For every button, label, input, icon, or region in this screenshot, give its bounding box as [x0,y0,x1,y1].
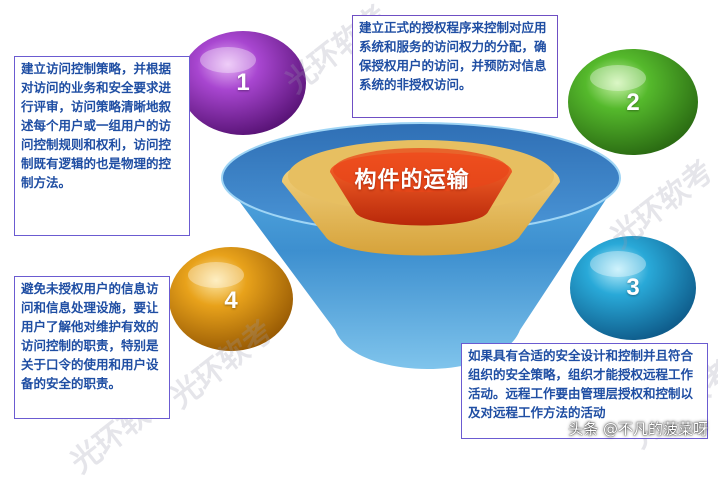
sphere-number-2: 2 [626,89,640,116]
text-box-4: 避免未授权用户的信息访问和信息处理设施，要让用户了解他对维护有效的访问控制的职责… [14,276,170,419]
sphere-number-3: 3 [626,274,640,301]
funnel-shape [221,122,621,369]
sphere-3 [570,236,696,340]
diagram-canvas: 光环软考 光环软考 光环软考 光环软考 光环软考 构件的运输 1 2 3 4 建… [14,0,718,480]
text-box-2: 建立正式的授权程序来控制对应用系统和服务的访问权力的分配，确保授权用户的访问，并… [352,15,558,118]
sphere-number-1: 1 [236,69,250,96]
sphere-number-4: 4 [224,287,238,314]
diagram-art [169,31,698,369]
sphere-4 [169,247,293,351]
source-caption: 头条 @不凡的菠菜呀 [568,420,708,438]
text-box-1: 建立访问控制策略，并根据对访问的业务和安全要求进行评审，访问策略清晰地叙述每个用… [14,56,190,236]
center-title: 构件的运输 [354,168,470,193]
sphere-1 [180,31,306,135]
text-box-3: 如果具有合适的安全设计和控制并且符合组织的安全策略，组织才能授权远程工作活动。远… [461,343,708,439]
sphere-2 [568,49,698,155]
